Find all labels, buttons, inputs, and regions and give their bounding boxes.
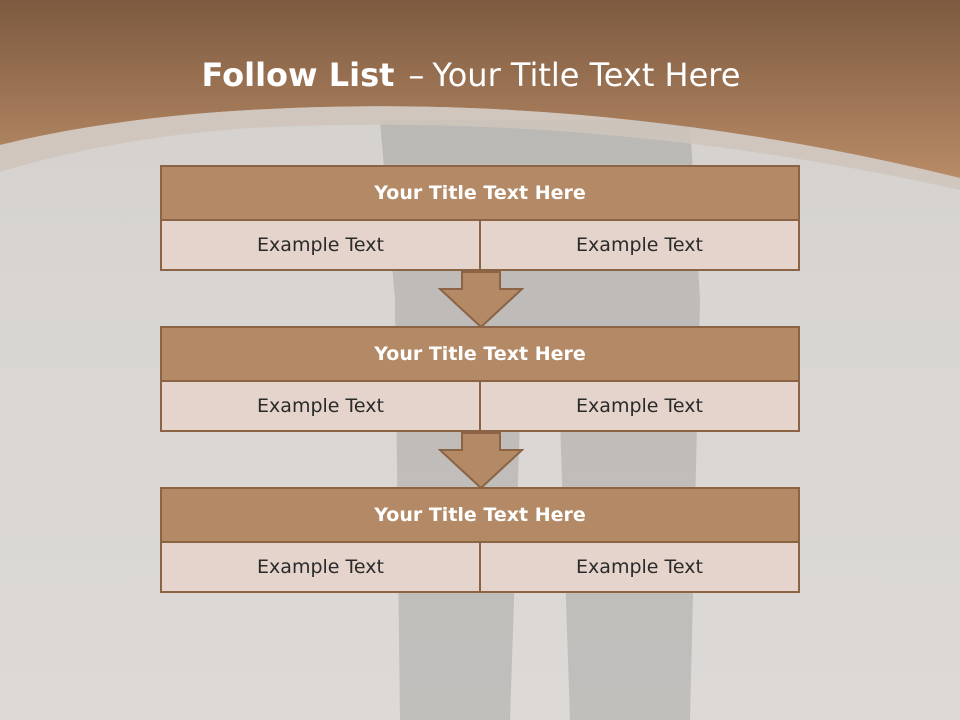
swoosh xyxy=(0,106,960,190)
title-bold-text: Follow List xyxy=(201,56,395,94)
block-header: Your Title Text Here xyxy=(160,165,800,221)
header-banner xyxy=(0,0,960,178)
block-row: Example Text Example Text xyxy=(160,382,800,432)
title-separator: – xyxy=(408,56,425,94)
block-row: Example Text Example Text xyxy=(160,543,800,593)
slide-title: Follow List–Your Title Text Here xyxy=(0,52,942,98)
block-cell-right: Example Text xyxy=(479,543,800,593)
block-row: Example Text Example Text xyxy=(160,221,800,271)
block-cell-right: Example Text xyxy=(479,382,800,432)
block-cell-left: Example Text xyxy=(160,382,481,432)
title-rest-text: Your Title Text Here xyxy=(432,56,741,94)
block-cell-right: Example Text xyxy=(479,221,800,271)
block-cell-left: Example Text xyxy=(160,543,481,593)
block-cell-left: Example Text xyxy=(160,221,481,271)
block-header: Your Title Text Here xyxy=(160,326,800,382)
block-header: Your Title Text Here xyxy=(160,487,800,543)
down-arrow-icon xyxy=(438,271,524,329)
down-arrow-icon xyxy=(438,432,524,490)
